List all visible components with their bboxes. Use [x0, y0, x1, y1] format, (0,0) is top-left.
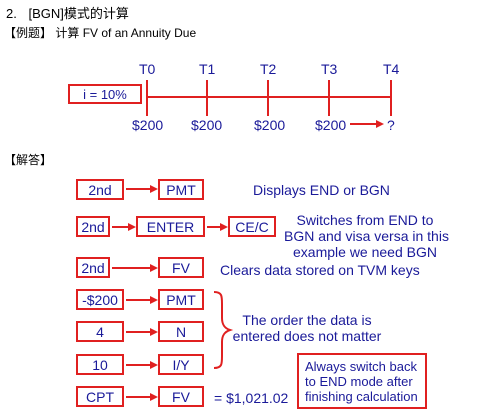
section-heading: 2. [BGN]模式的计算: [6, 3, 129, 22]
key-iy: I/Y: [158, 354, 204, 375]
step3-note: Clears data stored on TVM keys: [220, 262, 420, 278]
key-2nd: 2nd: [76, 216, 110, 237]
interest-rate-box: i = 10%: [68, 84, 142, 104]
value-iy-input: 10: [76, 354, 124, 375]
unknown-value: ?: [387, 117, 395, 133]
step2-note: Switches from END to BGN and visa versa …: [284, 212, 449, 260]
key-2nd: 2nd: [76, 257, 110, 278]
payment-t2: $200: [254, 117, 286, 133]
step1-note: Displays END or BGN: [253, 182, 390, 198]
period-label-t1: T1: [199, 61, 216, 77]
example-prefix: 计算: [55, 26, 80, 40]
section-title: [BGN]模式的计算: [28, 6, 129, 21]
key-2nd: 2nd: [76, 179, 124, 200]
example-label: 【例题】: [4, 26, 53, 40]
result-value: = $1,021.02: [214, 390, 289, 406]
value-n-input: 4: [76, 321, 124, 342]
key-fv: FV: [158, 386, 204, 407]
key-ce-c: CE/C: [228, 216, 276, 237]
key-pmt: PMT: [158, 179, 204, 200]
key-fv: FV: [158, 257, 204, 278]
reminder-box: Always switch back to END mode after fin…: [297, 353, 427, 409]
key-n: N: [158, 321, 204, 342]
order-note: The order the data is entered does not m…: [232, 312, 382, 344]
payment-t0: $200: [132, 117, 164, 133]
answer-label: 【解答】: [4, 153, 53, 167]
period-label-t4: T4: [383, 61, 400, 77]
payment-t3: $200: [315, 117, 347, 133]
period-label-t2: T2: [260, 61, 277, 77]
period-label-t0: T0: [139, 61, 156, 77]
period-label-t3: T3: [321, 61, 338, 77]
key-cpt: CPT: [76, 386, 124, 407]
section-number: 2.: [6, 6, 17, 21]
key-pmt: PMT: [158, 289, 204, 310]
example-heading: 【例题】 计算 FV of an Annuity Due: [4, 24, 196, 41]
value-pmt-input: -$200: [76, 289, 124, 310]
key-enter: ENTER: [136, 216, 205, 237]
payment-t1: $200: [191, 117, 223, 133]
example-text: FV of an Annuity Due: [82, 26, 197, 40]
